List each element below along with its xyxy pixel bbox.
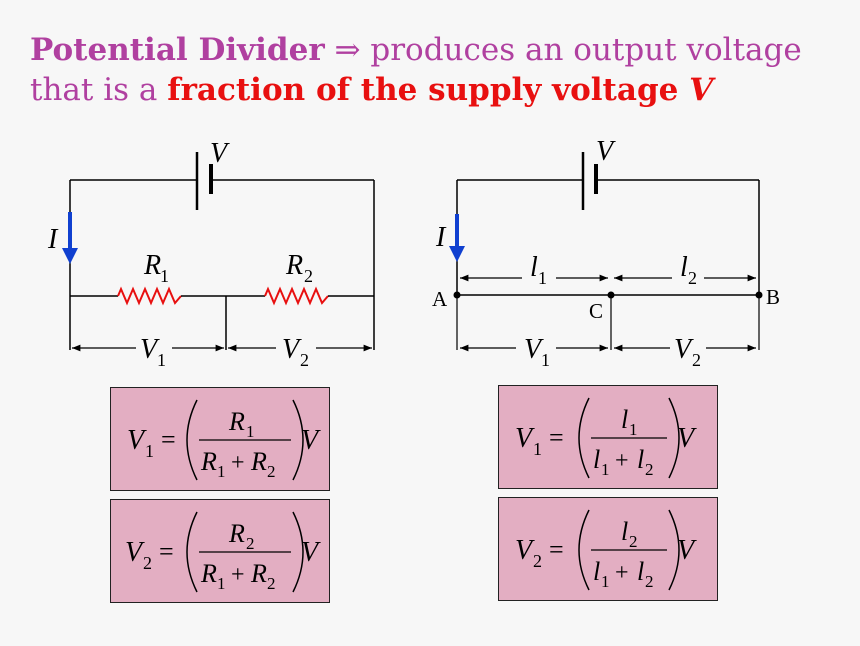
right-supply-label: V: [596, 136, 616, 167]
r2-sub: 2: [304, 266, 313, 286]
right-paren: [292, 399, 304, 481]
denominator-b-sub: 2: [267, 574, 276, 593]
point-a-label: A: [432, 287, 448, 311]
right-v2-sub: 2: [692, 350, 701, 370]
l1-sub: 1: [538, 268, 547, 288]
left-v2-sub: 2: [300, 350, 309, 370]
left-paren: [186, 511, 198, 593]
r1-sub: 1: [160, 266, 169, 286]
left-paren: [186, 399, 198, 481]
denominator-b-sub: 2: [267, 462, 276, 481]
resistor-r1-icon: [117, 286, 182, 306]
denominator-a-sub: 1: [217, 574, 226, 593]
numerator-var: l: [621, 517, 628, 546]
right-v1-label: V: [524, 334, 544, 365]
left-supply-label: V: [210, 138, 230, 169]
lhs-var: V: [125, 537, 145, 568]
heading-title: Potential Divider: [30, 32, 325, 68]
point-b-label: B: [766, 285, 780, 309]
numerator-var: R: [228, 519, 245, 548]
lhs-sub: 1: [533, 439, 542, 459]
right-paren: [668, 509, 680, 591]
right-circuit: V I A B C l 1 l 2 V 1 V 2: [432, 136, 780, 370]
lhs-var: V: [515, 423, 535, 454]
numerator-var: R: [228, 407, 245, 436]
numerator-sub: 1: [246, 422, 255, 441]
right-paren: [668, 397, 680, 479]
heading-line2-plain: that is a: [30, 72, 168, 108]
rhs-var: V: [301, 537, 321, 568]
numerator-sub: 1: [629, 420, 638, 439]
current-arrow-icon: [62, 248, 78, 264]
implies-symbol: ⇒: [334, 32, 361, 68]
left-v1-label: V: [140, 334, 160, 365]
rhs-var: V: [677, 535, 697, 566]
denominator-a-sub: 1: [601, 572, 610, 591]
rhs-var: V: [301, 425, 321, 456]
formula-v2-resistors: V 2 = R 2 R 1 + R 2 V: [110, 499, 330, 603]
r1-label: R: [143, 250, 161, 281]
lhs-var: V: [127, 425, 147, 456]
denominator-b-sub: 2: [645, 572, 654, 591]
left-paren: [578, 509, 590, 591]
point-c-label: C: [589, 299, 603, 323]
l1-label: l: [530, 252, 538, 283]
denominator-b: l: [637, 557, 644, 586]
plus-sign: +: [615, 448, 629, 474]
equals-sign: =: [549, 535, 564, 564]
l2-sub: 2: [688, 268, 697, 288]
plus-sign: +: [231, 562, 245, 588]
lhs-sub: 1: [145, 441, 154, 461]
l2-label: l: [680, 252, 688, 283]
left-v2-label: V: [282, 334, 302, 365]
left-paren: [578, 397, 590, 479]
numerator-sub: 2: [629, 532, 638, 551]
denominator-b: R: [250, 447, 267, 476]
heading: Potential Divider ⇒ produces an output v…: [30, 30, 850, 110]
equals-sign: =: [159, 537, 174, 566]
right-paren: [292, 511, 304, 593]
numerator-sub: 2: [246, 534, 255, 553]
plus-sign: +: [231, 450, 245, 476]
current-arrow-icon: [449, 246, 465, 262]
plus-sign: +: [615, 560, 629, 586]
denominator-b: R: [250, 559, 267, 588]
left-v1-sub: 1: [157, 350, 166, 370]
denominator-a: l: [593, 557, 600, 586]
resistor-r2-icon: [264, 286, 329, 306]
denominator-a: R: [200, 447, 217, 476]
heading-emphasis-var: V: [689, 72, 714, 108]
rhs-var: V: [677, 423, 697, 454]
lhs-sub: 2: [143, 553, 152, 573]
left-current-label: I: [47, 224, 59, 255]
r2-label: R: [285, 250, 303, 281]
formula-v1-resistors: V 1 = R 1 R 1 + R 2 V: [110, 387, 330, 491]
formula-v2-lengths: V 2 = l 2 l 1 + l 2 V: [498, 497, 718, 601]
equals-sign: =: [549, 423, 564, 452]
left-circuit: V I R 1 R 2 V 1 V 2: [47, 138, 375, 370]
heading-emphasis-text: fraction of the supply voltage: [167, 72, 690, 108]
denominator-b-sub: 2: [645, 460, 654, 479]
heading-line1-rest: produces an output voltage: [360, 32, 802, 68]
lhs-sub: 2: [533, 551, 542, 571]
denominator-a-sub: 1: [601, 460, 610, 479]
right-v1-sub: 1: [541, 350, 550, 370]
lhs-var: V: [515, 535, 535, 566]
denominator-a: l: [593, 445, 600, 474]
denominator-a-sub: 1: [217, 462, 226, 481]
equals-sign: =: [161, 425, 176, 454]
right-current-label: I: [435, 222, 447, 253]
formula-v1-lengths: V 1 = l 1 l 1 + l 2 V: [498, 385, 718, 489]
denominator-b: l: [637, 445, 644, 474]
heading-emphasis: fraction of the supply voltage V: [167, 72, 713, 108]
numerator-var: l: [621, 405, 628, 434]
denominator-a: R: [200, 559, 217, 588]
right-v2-label: V: [674, 334, 694, 365]
